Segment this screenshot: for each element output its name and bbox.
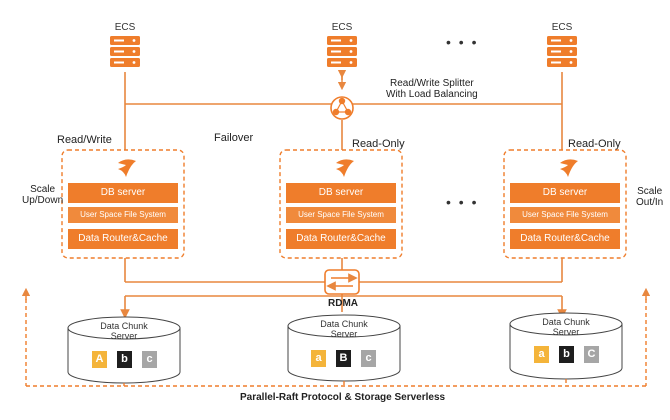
node-mode-label-3: Read-Only xyxy=(568,138,621,150)
file-system-bar-3: User Space File System xyxy=(510,207,620,223)
ecs-label-2: ECS xyxy=(331,22,353,33)
chunk-2-cell-c: c xyxy=(361,350,376,367)
data-router-bar-1: Data Router&Cache xyxy=(68,229,178,249)
chunk-server-title-3: Data Chunk Server xyxy=(526,317,606,337)
ecs-server-icon-3 xyxy=(547,36,577,67)
scale-up-down-label: Scale Up/Down xyxy=(22,184,63,206)
ecs-server-icon-2 xyxy=(327,36,357,67)
chunk-1-cell-b: b xyxy=(117,351,132,368)
failover-label: Failover xyxy=(214,132,254,144)
chunk-server-title-2: Data Chunk Server xyxy=(304,319,384,339)
ecs-label-3: ECS xyxy=(551,22,573,33)
chunk-3-cell-c: C xyxy=(584,346,599,363)
chunk-2-cell-a: a xyxy=(311,350,326,367)
chunk-2-title-line-2: Server xyxy=(330,329,358,339)
file-system-bar-1: User Space File System xyxy=(68,207,178,223)
file-system-bar-2: User Space File System xyxy=(286,207,396,223)
ecs-server-icon-1 xyxy=(110,36,140,67)
db-server-bar-3: DB server xyxy=(510,183,620,203)
scale-left-line-2: Up/Down xyxy=(22,195,64,206)
chunk-2-title-line-1: Data Chunk xyxy=(320,319,368,329)
footer-protocol-label: Parallel-Raft Protocol & Storage Serverl… xyxy=(236,392,450,403)
load-balancer-icon xyxy=(330,96,354,120)
chunk-3-title-line-2: Server xyxy=(552,327,580,337)
chunk-3-cell-a: a xyxy=(534,346,549,363)
polardb-logo-icon-2 xyxy=(336,159,354,177)
splitter-label-line-1: Read/Write Splitter xyxy=(389,78,474,89)
chunk-server-title-1: Data Chunk Server xyxy=(84,321,164,341)
db-server-bar-1: DB server xyxy=(68,183,178,203)
ecs-label-1: ECS xyxy=(114,22,136,33)
chunk-1-title-line-2: Server xyxy=(110,331,138,341)
rdma-switch-icon xyxy=(324,269,360,295)
ecs-ellipsis: • • • xyxy=(446,34,479,50)
scale-out-in-label: Scale Out/In xyxy=(636,186,663,208)
db-server-bar-2: DB server xyxy=(286,183,396,203)
scale-right-line-1: Scale xyxy=(637,186,663,197)
scale-left-line-1: Scale xyxy=(30,184,56,195)
chunk-1-cell-c: c xyxy=(142,351,157,368)
chunk-2-cell-b: B xyxy=(336,350,351,367)
node-ellipsis: • • • xyxy=(446,194,479,210)
data-router-bar-2: Data Router&Cache xyxy=(286,229,396,249)
node-mode-label-2: Read-Only xyxy=(352,138,405,150)
chunk-1-title-line-1: Data Chunk xyxy=(100,321,148,331)
chunk-3-cell-b: b xyxy=(559,346,574,363)
polardb-logo-icon-3 xyxy=(560,159,578,177)
splitter-label: Read/Write Splitter With Load Balancing xyxy=(386,78,478,100)
rdma-label: RDMA xyxy=(328,298,358,309)
node-mode-label-1: Read/Write xyxy=(57,134,112,146)
scale-right-line-2: Out/In xyxy=(636,197,664,208)
chunk-1-cell-a: A xyxy=(92,351,107,368)
polardb-logo-icon-1 xyxy=(118,159,136,177)
splitter-label-line-2: With Load Balancing xyxy=(386,89,478,100)
data-router-bar-3: Data Router&Cache xyxy=(510,229,620,249)
chunk-3-title-line-1: Data Chunk xyxy=(542,317,590,327)
